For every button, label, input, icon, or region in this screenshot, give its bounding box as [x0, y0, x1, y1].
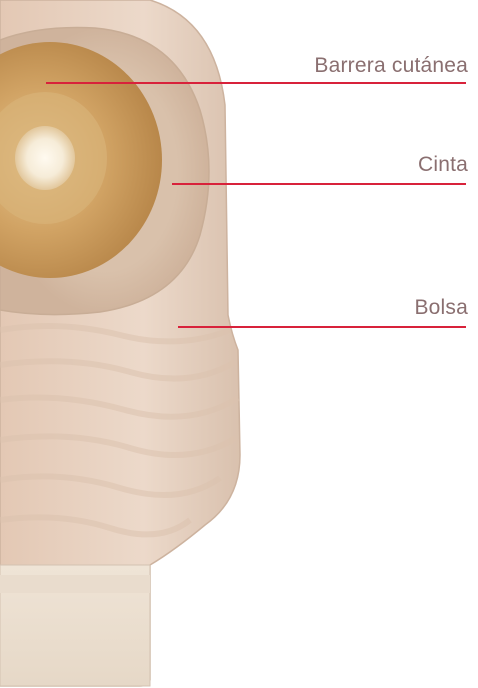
leader-line-pouch	[178, 326, 466, 328]
outlet-band	[0, 575, 150, 593]
stoma-opening	[15, 126, 75, 190]
leader-line-barrier	[46, 82, 466, 84]
label-pouch: Bolsa	[414, 296, 468, 320]
label-tape: Cinta	[418, 153, 468, 177]
label-barrier: Barrera cutánea	[314, 54, 468, 78]
leader-line-tape	[172, 183, 466, 185]
